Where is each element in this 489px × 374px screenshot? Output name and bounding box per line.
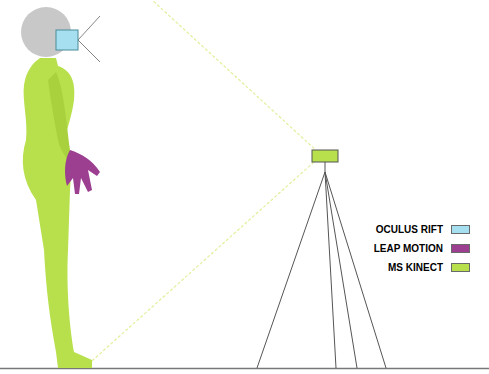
field-of-view-line xyxy=(84,162,314,368)
human-body xyxy=(23,58,92,368)
tripod xyxy=(257,162,386,368)
legend-swatch xyxy=(451,263,470,272)
view-cone xyxy=(78,40,100,62)
legend: OCULUS RIFT LEAP MOTION MS KINECT xyxy=(330,220,470,277)
view-cone xyxy=(78,16,100,40)
legend-swatch xyxy=(451,244,470,253)
hand xyxy=(65,150,100,194)
legend-row: LEAP MOTION xyxy=(330,239,470,258)
kinect-sensor xyxy=(312,150,338,162)
legend-text: OCULUS RIFT xyxy=(376,224,443,235)
legend-text: LEAP MOTION xyxy=(374,243,443,254)
legend-row: MS KINECT xyxy=(330,258,470,277)
legend-row: OCULUS RIFT xyxy=(330,220,470,239)
field-of-view-line xyxy=(152,0,318,152)
legend-text: MS KINECT xyxy=(388,262,443,273)
oculus-headset xyxy=(56,30,78,50)
legend-swatch xyxy=(451,225,470,234)
arm xyxy=(48,72,76,164)
